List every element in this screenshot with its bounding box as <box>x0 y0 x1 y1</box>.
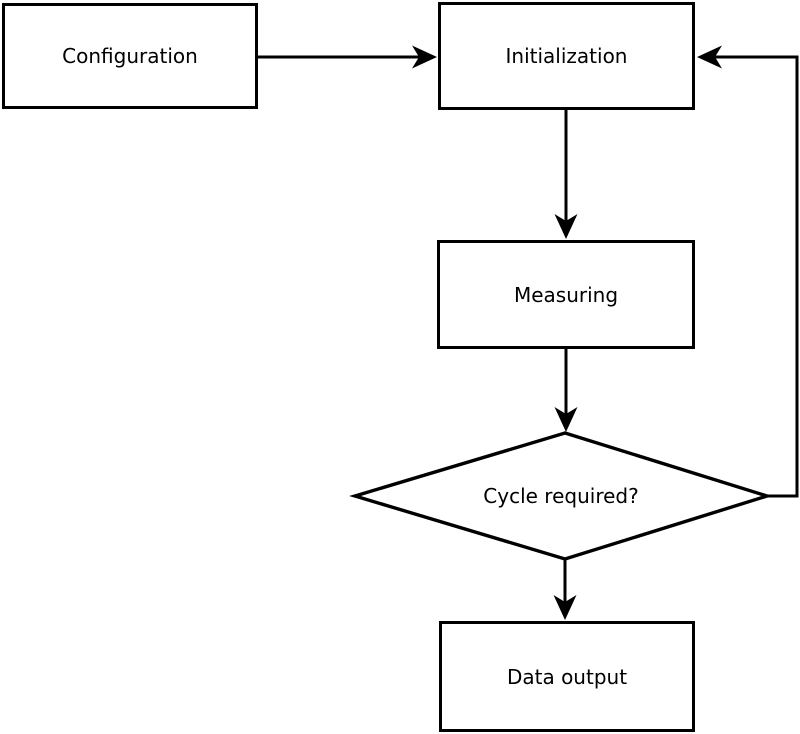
node-cycle-required: Cycle required? <box>355 433 767 559</box>
node-data-output-label: Data output <box>506 664 628 689</box>
node-measuring-label: Measuring <box>513 282 619 307</box>
node-measuring: Measuring <box>437 240 695 349</box>
edge-cycle-required-to-initialization <box>710 55 799 498</box>
arrowhead-initialization-to-measuring <box>554 214 578 239</box>
node-configuration: Configuration <box>2 3 258 109</box>
node-data-output: Data output <box>439 621 695 732</box>
node-initialization-label: Initialization <box>505 44 628 68</box>
node-cycle-required-label: Cycle required? <box>483 484 639 508</box>
decision-diamond-shape <box>349 431 773 561</box>
node-initialization: Initialization <box>438 2 695 110</box>
arrowhead-measuring-to-cycle-required <box>554 407 578 432</box>
arrowhead-cycle-required-to-data-output <box>553 595 577 620</box>
arrowhead-cycle-required-to-initialization <box>697 45 722 69</box>
arrowhead-configuration-to-initialization <box>412 45 437 69</box>
node-configuration-label: Configuration <box>62 44 198 68</box>
